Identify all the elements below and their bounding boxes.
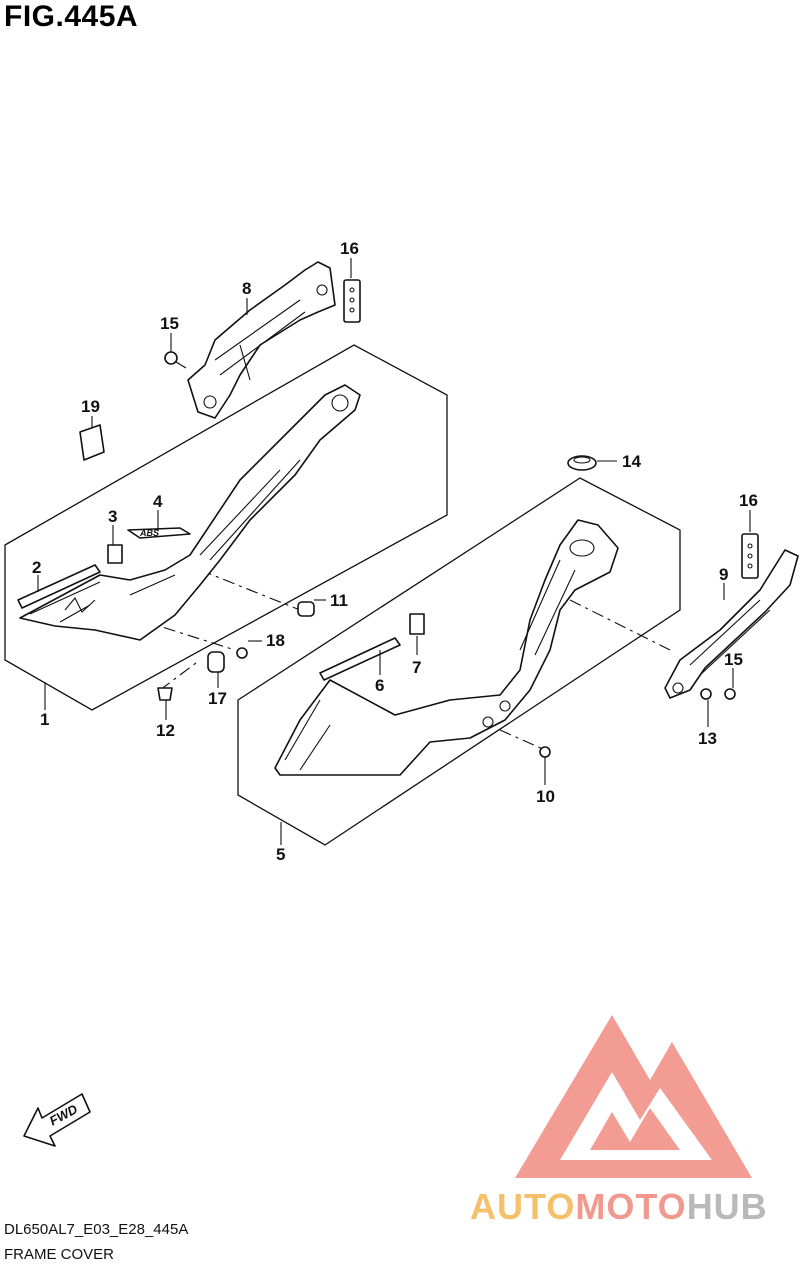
watermark-moto: MOTO xyxy=(575,1186,687,1227)
rubber-pad-part-16-upper xyxy=(343,279,361,323)
callout-11: 11 xyxy=(330,591,348,610)
alignment-line xyxy=(569,599,671,651)
assembly-box-right xyxy=(237,477,681,846)
figure-title: FIG.445A xyxy=(4,0,139,33)
pad-part-7 xyxy=(409,613,425,635)
callout-15-lower: 15 xyxy=(724,650,743,669)
watermark-wordmark: AUTOMOTOHUB xyxy=(470,1186,768,1228)
bolt-part-15-upper xyxy=(164,351,187,369)
callout-3: 3 xyxy=(108,507,117,526)
bracket-part-8 xyxy=(187,261,336,419)
alignment-line xyxy=(499,729,546,751)
callout-6: 6 xyxy=(375,676,384,695)
assembly-box-left xyxy=(4,344,448,711)
callout-7: 7 xyxy=(412,658,421,677)
alignment-line xyxy=(139,619,236,651)
bolt-part-15-lower xyxy=(724,688,736,700)
callout-17: 17 xyxy=(208,689,227,708)
callout-12: 12 xyxy=(156,721,175,740)
alignment-line xyxy=(159,659,201,691)
abs-emblem-part-4: ABS xyxy=(127,527,191,539)
emblem-text: ABS xyxy=(139,528,159,538)
watermark-hub: HUB xyxy=(686,1186,768,1227)
clip-part-12 xyxy=(157,687,173,701)
trim-strip-part-6 xyxy=(319,637,401,681)
frame-cover-right-part-5 xyxy=(274,519,619,776)
rubber-pad-part-16-lower xyxy=(741,533,759,579)
pad-part-3 xyxy=(107,544,123,564)
callout-1: 1 xyxy=(40,710,49,729)
callout-8: 8 xyxy=(242,279,251,298)
callout-13: 13 xyxy=(698,729,717,748)
callout-2: 2 xyxy=(32,558,41,577)
leader-lines xyxy=(37,258,751,845)
callout-5: 5 xyxy=(276,845,285,864)
frame-cover-left-part-1 xyxy=(19,384,361,641)
spacer-part-17 xyxy=(207,651,225,673)
grommet-part-14 xyxy=(567,455,597,471)
screw-part-10 xyxy=(539,746,551,766)
callout-15-upper: 15 xyxy=(160,314,179,333)
callout-16-lower: 16 xyxy=(739,491,758,510)
grommet-part-11 xyxy=(297,601,315,617)
watermark-logo xyxy=(515,1015,752,1178)
callout-labels: 1 2 3 4 5 6 7 8 9 10 11 12 13 14 15 15 1… xyxy=(32,239,758,864)
trim-strip-part-2 xyxy=(17,564,101,609)
callout-18: 18 xyxy=(266,631,285,650)
callout-9: 9 xyxy=(719,565,728,584)
callout-4: 4 xyxy=(153,492,163,511)
figure-caption: FRAME COVER xyxy=(4,1246,115,1263)
pad-part-19 xyxy=(79,424,105,461)
callout-14: 14 xyxy=(622,452,641,471)
model-code: DL650AL7_E03_E28_445A xyxy=(4,1221,189,1238)
alignment-line xyxy=(199,569,301,611)
forward-direction-arrow: FWD xyxy=(23,1093,91,1147)
watermark-auto: AUTO xyxy=(470,1186,576,1227)
callout-16-upper: 16 xyxy=(340,239,359,258)
bracket-part-9 xyxy=(664,549,799,699)
callout-10: 10 xyxy=(536,787,555,806)
screw-part-18 xyxy=(236,647,248,659)
bolt-part-13 xyxy=(700,688,712,700)
callout-19: 19 xyxy=(81,397,100,416)
